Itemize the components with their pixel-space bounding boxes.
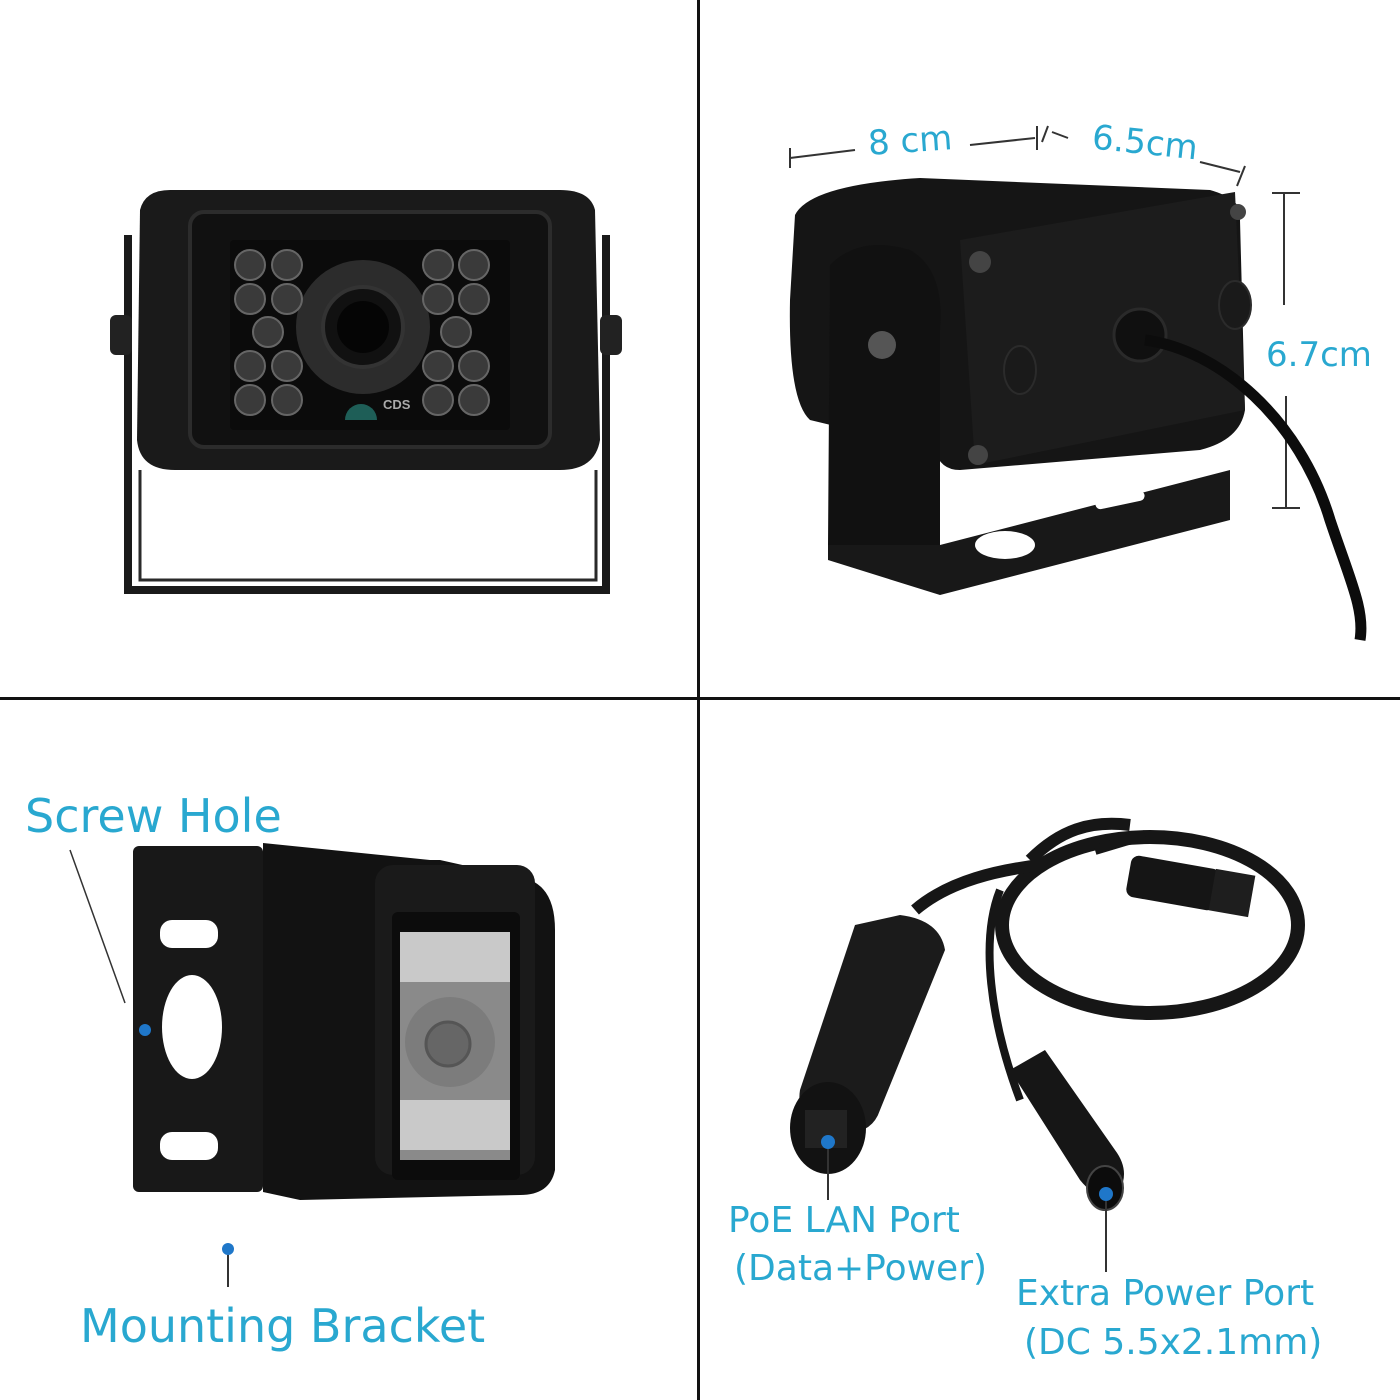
panel-dimensions: 8 cm 6.5cm 6.7cm — [700, 0, 1397, 697]
height-dimension-label: 6.7cm — [1266, 335, 1372, 375]
mounting-bracket-callout-dot — [222, 1243, 234, 1255]
poe-cable-illustration — [790, 817, 1305, 1272]
panel-cable-view: PoE LAN Port (Data+Power) Extra Power Po… — [700, 700, 1397, 1397]
extra-power-port-label: Extra Power Port — [1016, 1273, 1315, 1314]
width-dimension-label: 8 cm — [866, 118, 954, 164]
camera-front-illustration — [110, 190, 622, 594]
panel-front-view: CDS — [0, 0, 697, 697]
camera-bracket-illustration — [69, 843, 555, 1286]
grid-divider-horizontal — [0, 697, 1400, 700]
camera-dimension-illustration — [789, 125, 1367, 641]
poe-lan-port-label: PoE LAN Port — [728, 1200, 960, 1241]
mounting-bracket-label: Mounting Bracket — [80, 1299, 486, 1353]
poe-lan-port-sublabel: (Data+Power) — [734, 1248, 988, 1289]
screw-hole-label: Screw Hole — [25, 789, 282, 843]
extra-power-port-sublabel: (DC 5.5x2.1mm) — [1024, 1322, 1323, 1363]
panel-bracket-view: Screw Hole Mounting Bracket — [0, 700, 697, 1397]
cds-sensor-label: CDS — [383, 397, 411, 412]
mounting-bracket-callout-line — [227, 1255, 229, 1287]
depth-dimension-label: 6.5cm — [1090, 117, 1200, 169]
grid-divider-vertical — [697, 0, 700, 1400]
